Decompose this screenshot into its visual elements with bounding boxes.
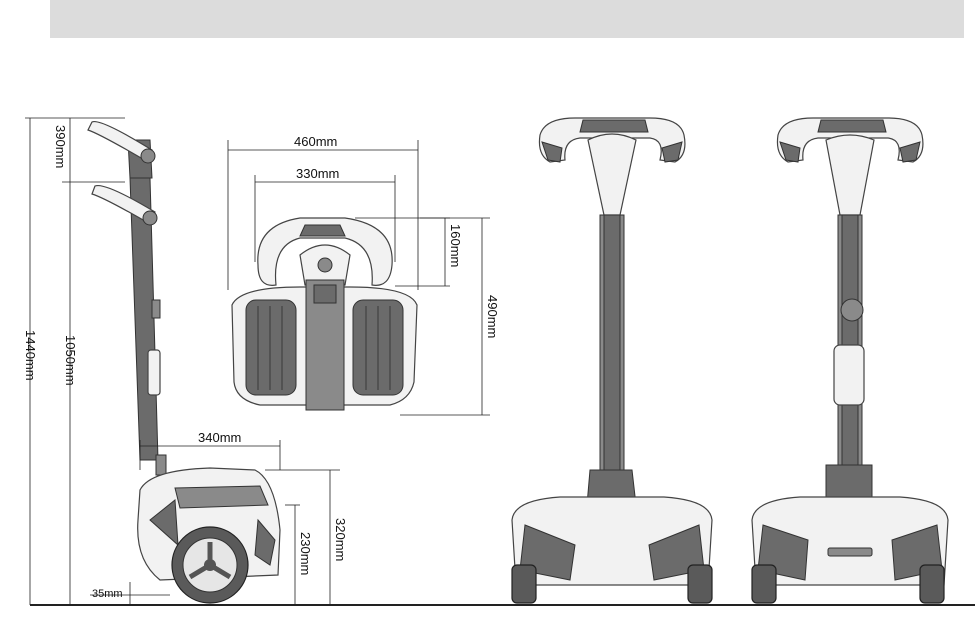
dim-base-length: 340mm	[198, 430, 241, 445]
top-view	[232, 218, 417, 410]
dim-handle-depth: 160mm	[448, 224, 463, 267]
dim-top-length: 490mm	[485, 295, 500, 338]
dim-column-height: 1050mm	[63, 335, 78, 386]
dim-handle-range: 390mm	[53, 125, 68, 168]
dim-base-height: 320mm	[333, 518, 348, 561]
dim-wheel-height: 230mm	[298, 532, 313, 575]
front-view	[512, 118, 712, 603]
dim-ground-clearance: 35mm	[92, 588, 123, 600]
rear-view	[752, 118, 948, 603]
dim-handle-width: 330mm	[296, 166, 339, 181]
dim-total-height: 1440mm	[23, 330, 38, 381]
dim-outer-width: 460mm	[294, 134, 337, 149]
